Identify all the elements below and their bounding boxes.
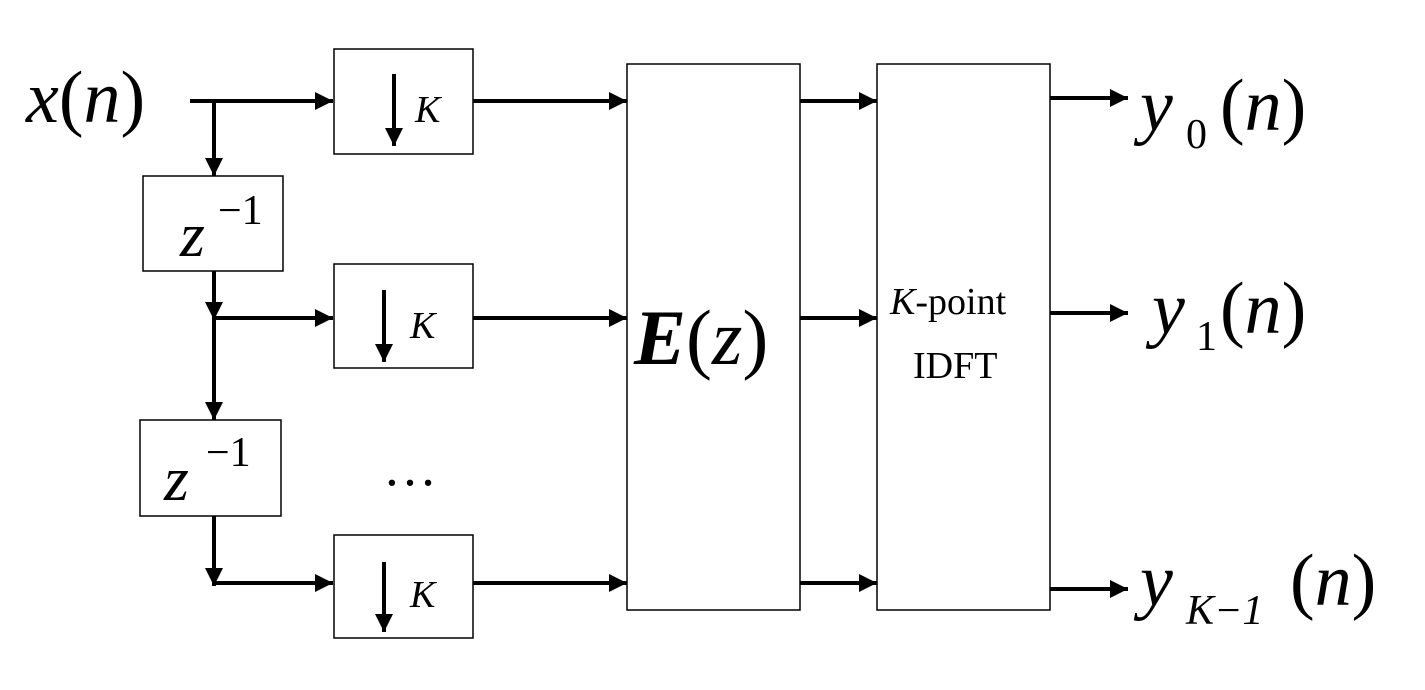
svg-text:y: y [1133,540,1173,622]
idft-block: K-point IDFT [876,63,1051,611]
svg-text:y: y [1133,65,1173,147]
svg-text:0: 0 [1186,112,1207,158]
output-label-0: y 0 (n) [1133,65,1306,158]
downsampler-0: K [333,48,474,155]
svg-text:(n): (n) [1290,540,1376,622]
downsampler-K: K [333,534,474,639]
ellipsis: … [383,437,437,497]
downsample-factor: K [414,89,442,131]
idft-line1: K-point [889,281,1007,323]
downsample-factor: K [409,305,437,347]
delay-block-2: z −1 [139,419,282,517]
svg-text:y: y [1145,268,1185,350]
downsample-factor: K [409,574,437,616]
svg-text:K−1: K−1 [1185,588,1263,634]
svg-text:(n): (n) [1220,65,1306,147]
delay-2-base: z [163,443,189,514]
delay-1-exponent: −1 [218,188,263,234]
idft-line2: IDFT [913,345,997,387]
output-label-1: y 1 (n) [1145,268,1306,360]
svg-text:1: 1 [1196,314,1217,360]
polyphase-label: E(z) [633,294,768,381]
input-label: x(n) [25,57,145,139]
downsampler-1: K [333,263,474,369]
delay-1-base: z [179,199,205,270]
output-label-K: y K−1 (n) [1133,540,1376,634]
delay-block-1: z −1 [142,175,284,272]
polyphase-matrix-block: E(z) [626,63,801,611]
delay-2-exponent: −1 [206,430,251,476]
signal-wires [190,89,1128,598]
svg-text:(n): (n) [1220,268,1306,350]
